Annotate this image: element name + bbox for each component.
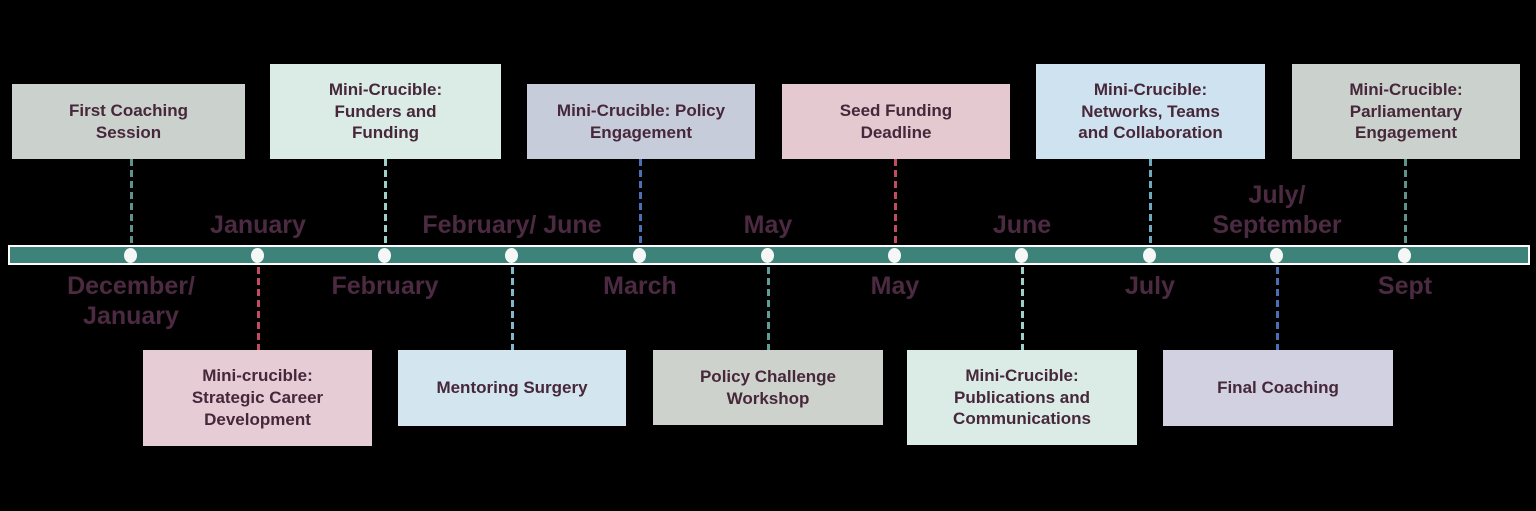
event-title: Mini-Crucible: Funders and Funding (328, 79, 443, 143)
event-title: Policy Challenge Workshop (699, 366, 837, 408)
month-label-february-june: February/ June (422, 210, 602, 239)
event-box-first-coaching-session: First Coaching Session (12, 84, 245, 159)
timeline-dot-strategic-career-development (251, 248, 264, 263)
event-title: Mini-Crucible: Publications and Communic… (953, 365, 1091, 429)
event-title: Mini-Crucible: Networks, Teams and Colla… (1078, 79, 1223, 143)
connector-strategic-career-development (257, 267, 260, 350)
event-box-publications-and-communications: Mini-Crucible: Publications and Communic… (907, 350, 1137, 445)
connector-policy-challenge-workshop (767, 267, 770, 350)
timeline-dot-first-coaching-session (124, 248, 137, 263)
timeline-dot-funders-and-funding (378, 248, 391, 263)
connector-final-coaching (1276, 267, 1279, 350)
connector-seed-funding-deadline (894, 159, 897, 245)
event-box-seed-funding-deadline: Seed Funding Deadline (782, 84, 1010, 159)
connector-funders-and-funding (384, 159, 387, 245)
timeline-dot-seed-funding-deadline (888, 248, 901, 263)
event-title: Mini-crucible: Strategic Career Developm… (191, 366, 324, 429)
event-title: Mini-Crucible: Policy Engagement (556, 100, 726, 142)
timeline-dot-policy-challenge-workshop (761, 248, 774, 263)
connector-mentoring-surgery (511, 267, 514, 350)
month-label-february: February (331, 272, 439, 300)
event-box-strategic-career-development: Mini-crucible: Strategic Career Developm… (143, 350, 372, 446)
month-label-march: March (603, 272, 677, 300)
month-label-december-january: December/ January (67, 272, 195, 330)
connector-first-coaching-session (130, 159, 133, 245)
month-label-sept: Sept (1377, 272, 1433, 300)
timeline-dot-policy-engagement (633, 248, 646, 263)
event-title: Final Coaching (1217, 378, 1339, 398)
connector-parliamentary-engagement (1404, 159, 1407, 245)
event-box-policy-challenge-workshop: Policy Challenge Workshop (653, 350, 883, 425)
month-label-may-above: May (743, 210, 793, 239)
event-box-policy-engagement: Mini-Crucible: Policy Engagement (527, 84, 755, 159)
timeline-dot-final-coaching (1270, 248, 1283, 263)
event-title: Seed Funding Deadline (839, 100, 953, 142)
timeline-dot-parliamentary-engagement (1398, 248, 1411, 263)
event-box-parliamentary-engagement: Mini-Crucible: Parliamentary Engagement (1292, 64, 1520, 159)
month-label-january: January (210, 210, 306, 239)
timeline-dot-publications-and-communications (1015, 248, 1028, 263)
month-label-may-below: May (870, 272, 920, 300)
event-box-networks-teams-collaboration: Mini-Crucible: Networks, Teams and Colla… (1036, 64, 1265, 159)
event-box-funders-and-funding: Mini-Crucible: Funders and Funding (270, 64, 501, 159)
connector-policy-engagement (639, 159, 642, 245)
month-label-july-september: July/ September (1212, 181, 1342, 239)
event-title: First Coaching Session (68, 100, 188, 142)
event-title: Mentoring Surgery (436, 378, 588, 398)
event-box-final-coaching: Final Coaching (1163, 350, 1393, 426)
event-box-mentoring-surgery: Mentoring Surgery (398, 350, 626, 426)
month-label-july: July (1124, 272, 1176, 300)
connector-publications-and-communications (1021, 267, 1024, 350)
timeline-dot-mentoring-surgery (505, 248, 518, 263)
timeline-dot-networks-teams-collaboration (1143, 248, 1156, 263)
connector-networks-teams-collaboration (1149, 159, 1152, 245)
month-label-june: June (992, 210, 1052, 239)
event-title: Mini-Crucible: Parliamentary Engagement (1349, 79, 1463, 143)
